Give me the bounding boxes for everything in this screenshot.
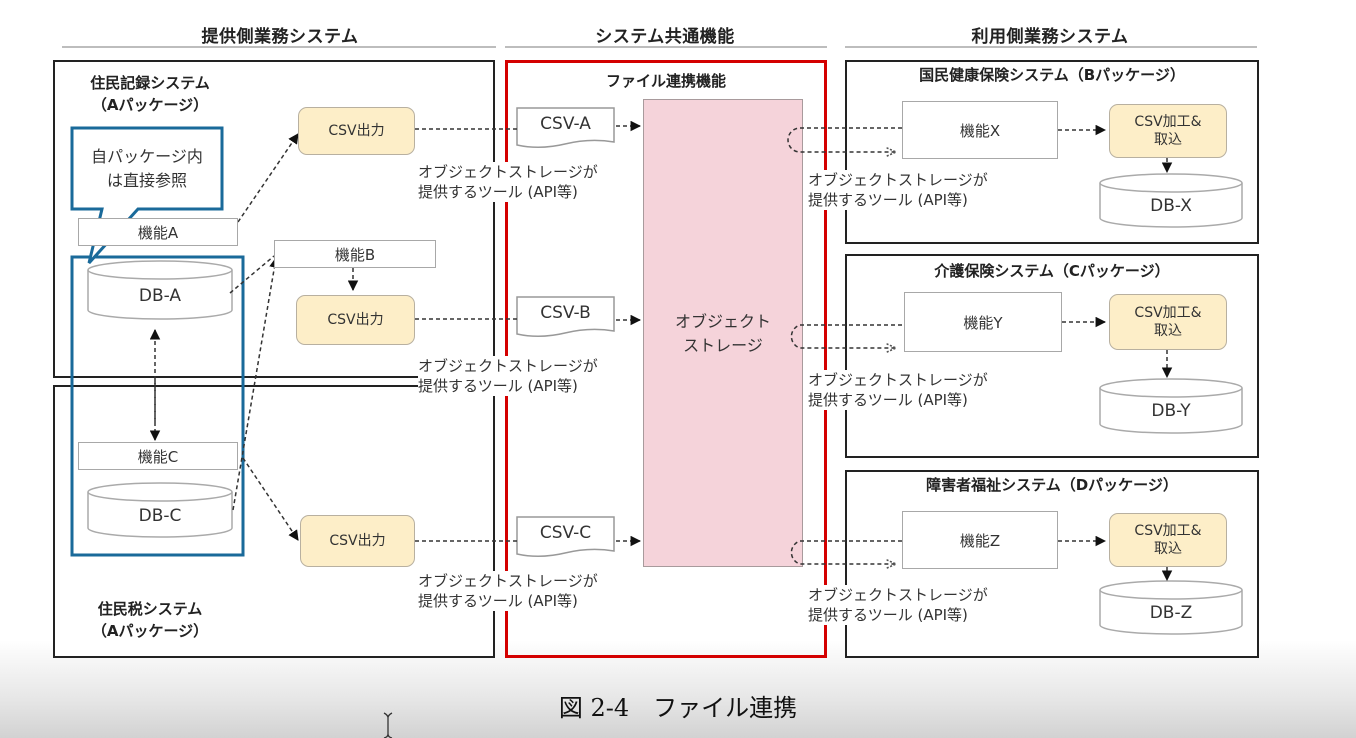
function-a: 機能A [78, 218, 238, 246]
column-rule-consumer [845, 46, 1257, 48]
column-rule-common [505, 46, 827, 48]
resident-record-system-label: 住民記録システム （Aパッケージ） [70, 72, 230, 116]
tool-note-a: オブジェクトストレージが提供するツール (API等) [418, 162, 598, 202]
csv-a-label: CSV-A [540, 114, 591, 134]
tool-note-b: オブジェクトストレージが提供するツール (API等) [418, 356, 598, 396]
tool-note-c: オブジェクトストレージが提供するツール (API等) [418, 571, 598, 611]
consumer-system-title-b: 国民健康保険システム（Bパッケージ） [919, 66, 1185, 84]
csv-output-c: CSV出力 [300, 515, 415, 567]
csv-import-y: CSV加工&取込 [1109, 294, 1227, 350]
callout-line2: は直接参照 [106, 171, 187, 190]
consumer-system-box-c [845, 254, 1259, 458]
csv-import-y-line1: CSV加工& [1134, 305, 1202, 321]
db-a-label: DB-A [138, 286, 182, 306]
column-rule-provider [62, 46, 496, 48]
function-b: 機能B [274, 240, 436, 268]
csv-b-label: CSV-B [540, 303, 591, 323]
tool-note-line2: 提供するツール (API等) [808, 191, 968, 209]
consumer-system-title-c: 介護保険システム（Cパッケージ） [934, 262, 1170, 280]
tool-note-line2: 提供するツール (API等) [808, 606, 968, 624]
db-c-label: DB-C [138, 506, 182, 526]
text-cursor-icon [383, 712, 393, 738]
resident-tax-system-label: 住民税システム （Aパッケージ） [70, 598, 230, 642]
resident-tax-system-name: 住民税システム [97, 600, 203, 618]
db-z-label: DB-Z [1149, 603, 1193, 623]
csv-import-z-line2: 取込 [1154, 541, 1182, 557]
object-storage: オブジェクト ストレージ [643, 99, 803, 567]
callout-line1: 自パッケージ内 [91, 147, 203, 166]
tool-note-line1: オブジェクトストレージが [418, 357, 598, 375]
resident-record-system-package: （Aパッケージ） [91, 96, 209, 114]
tool-note-line2: 提供するツール (API等) [418, 183, 578, 201]
db-x-label: DB-X [1150, 196, 1192, 216]
csv-output-b: CSV出力 [296, 295, 415, 345]
file-integration-function-title: ファイル連携機能 [605, 72, 726, 90]
csv-import-z-line1: CSV加工& [1134, 523, 1202, 539]
csv-output-a: CSV出力 [298, 107, 415, 155]
function-y: 機能Y [904, 292, 1062, 352]
column-title-common: システム共通機能 [595, 27, 735, 47]
figure-caption: 図 2-4 ファイル連携 [558, 694, 798, 722]
tool-note-z: オブジェクトストレージが提供するツール (API等) [808, 585, 988, 625]
object-storage-label: オブジェクト ストレージ [644, 310, 802, 358]
column-title-provider: 提供側業務システム [201, 27, 359, 47]
csv-import-x-line1: CSV加工& [1134, 114, 1202, 130]
tool-note-line1: オブジェクトストレージが [808, 586, 988, 604]
object-storage-label-line1: オブジェクト [674, 312, 771, 331]
function-x: 機能X [902, 101, 1058, 159]
tool-note-line2: 提供するツール (API等) [808, 391, 968, 409]
tool-note-line2: 提供するツール (API等) [418, 377, 578, 395]
tool-note-line1: オブジェクトストレージが [418, 572, 598, 590]
csv-import-x-line2: 取込 [1154, 132, 1182, 148]
csv-import-x: CSV加工&取込 [1109, 104, 1227, 158]
tool-note-x: オブジェクトストレージが提供するツール (API等) [808, 170, 988, 210]
tool-note-line1: オブジェクトストレージが [418, 163, 598, 181]
csv-c-label: CSV-C [539, 523, 592, 543]
csv-import-y-line2: 取込 [1154, 323, 1182, 339]
csv-import-z: CSV加工&取込 [1109, 513, 1227, 567]
tool-note-y: オブジェクトストレージが提供するツール (API等) [808, 370, 988, 410]
column-title-consumer: 利用側業務システム [971, 27, 1129, 47]
object-storage-label-line2: ストレージ [683, 336, 763, 355]
tool-note-line2: 提供するツール (API等) [418, 592, 578, 610]
tool-note-line1: オブジェクトストレージが [808, 371, 988, 389]
resident-record-system-name: 住民記録システム [90, 74, 210, 92]
resident-tax-system-package: （Aパッケージ） [91, 622, 209, 640]
consumer-system-title-d: 障害者福祉システム（Dパッケージ） [926, 476, 1178, 494]
db-y-label: DB-Y [1151, 401, 1191, 421]
function-c: 機能C [78, 442, 238, 470]
function-z: 機能Z [902, 511, 1058, 569]
tool-note-line1: オブジェクトストレージが [808, 171, 988, 189]
callout-text: 自パッケージ内 は直接参照 [72, 145, 222, 193]
